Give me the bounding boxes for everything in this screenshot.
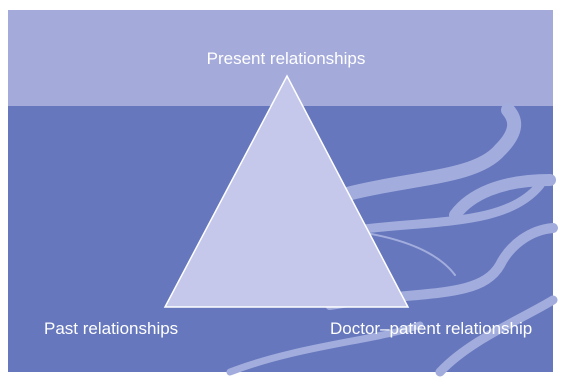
wave-stroke (359, 231, 456, 276)
wave-stroke (449, 174, 556, 221)
wave-stroke (226, 321, 424, 376)
relationship-triangle (163, 74, 410, 308)
label-doctor-patient-relationship: Doctor–patient relationship (330, 319, 532, 338)
wave-stroke (293, 103, 522, 217)
label-past-relationships: Past relationships (44, 319, 178, 338)
label-present-relationships: Present relationships (207, 49, 366, 68)
wave-stroke (435, 295, 558, 377)
